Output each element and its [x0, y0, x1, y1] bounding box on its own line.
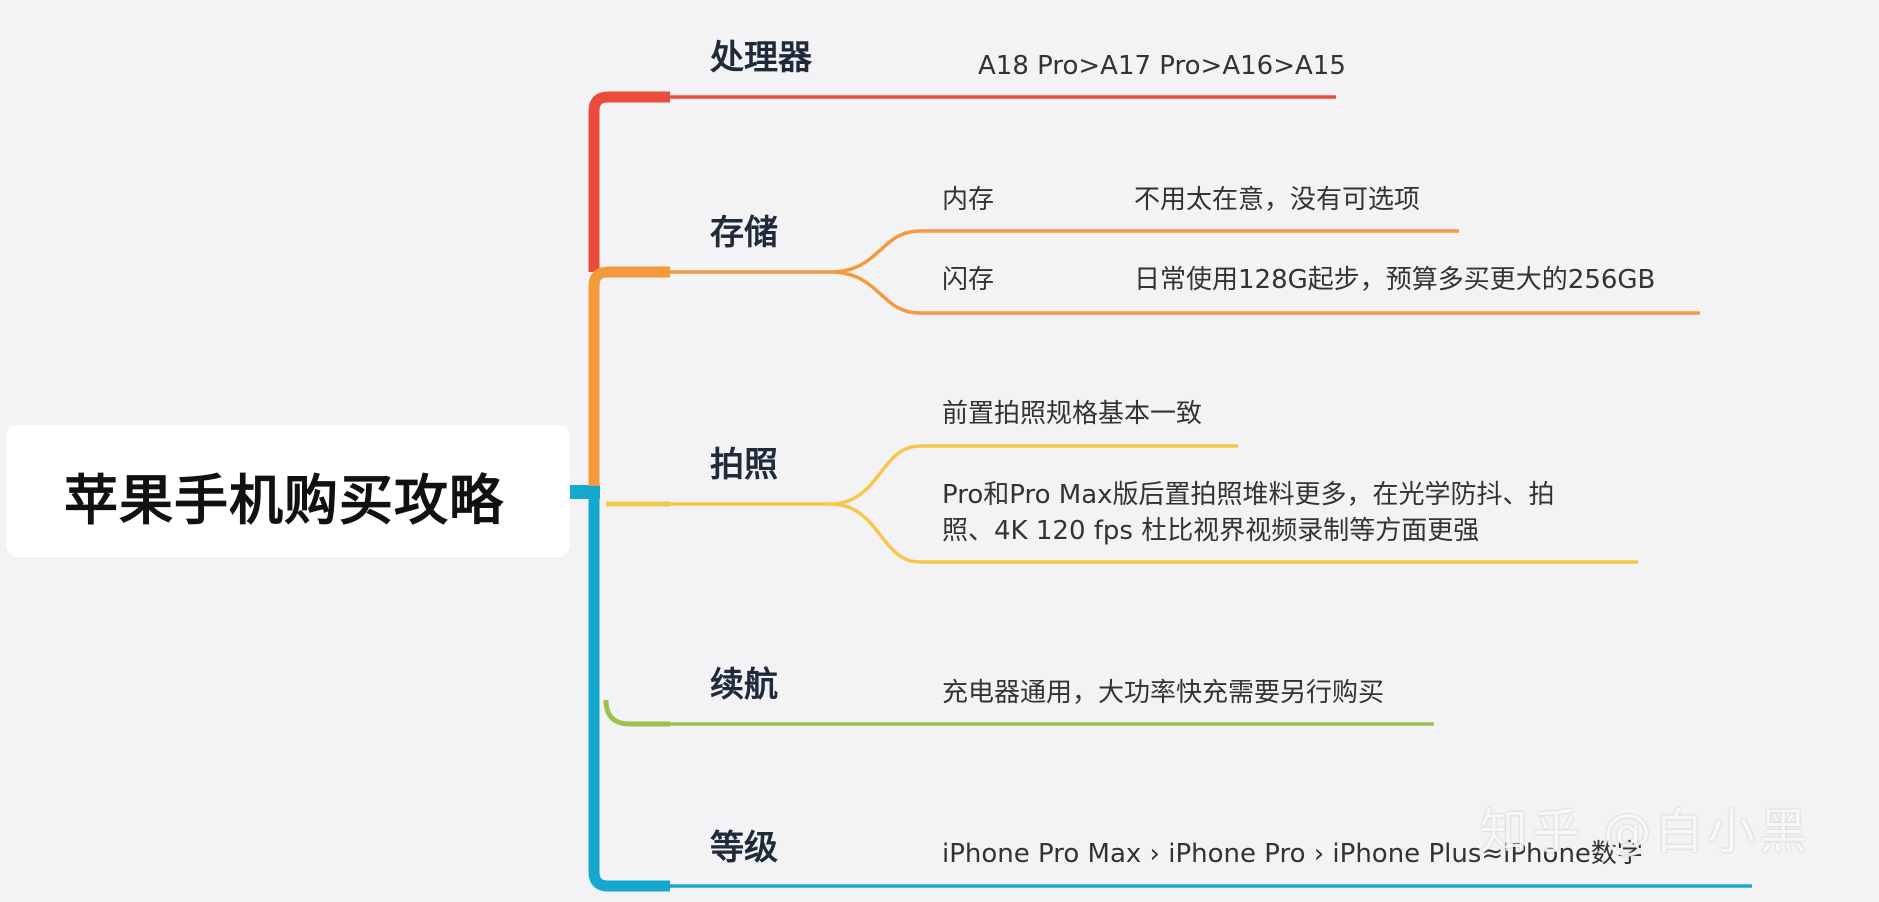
- camera-rear-detail-line1: Pro和Pro Max版后置拍照堆料更多，在光学防抖、拍: [942, 480, 1555, 510]
- storage-flash-detail: 日常使用128G起步，预算多买更大的256GB: [1134, 265, 1656, 295]
- trunk-processor: [588, 91, 670, 272]
- tier-detail: iPhone Pro Max › iPhone Pro › iPhone Plu…: [942, 839, 1643, 869]
- camera-front-detail: 前置拍照规格基本一致: [942, 399, 1203, 429]
- camera-fork-rear: [829, 502, 1638, 564]
- camera-rear-detail-line2: 照、4K 120 fps 杜比视界视频录制等方面更强: [942, 516, 1480, 546]
- branch-storage-label: 存储: [710, 213, 778, 253]
- root-node: [6, 425, 570, 557]
- camera-fork-front: [829, 444, 1238, 506]
- root-title: 苹果手机购买攻略: [64, 469, 504, 532]
- processor-detail: A18 Pro>A17 Pro>A16>A15: [978, 51, 1346, 81]
- trunk-battery: [603, 699, 670, 727]
- watermark-text: 知乎 @白小黑: [1480, 804, 1812, 860]
- storage-ram-detail: 不用太在意，没有可选项: [1134, 185, 1421, 215]
- branch-tier-label: 等级: [710, 828, 778, 868]
- branch-battery-label: 续航: [710, 665, 778, 705]
- storage-ram-label: 内存: [942, 185, 995, 215]
- battery-detail: 充电器通用，大功率快充需要另行购买: [942, 678, 1385, 708]
- branch-camera-label: 拍照: [710, 445, 778, 485]
- storage-flash-label: 闪存: [942, 265, 995, 295]
- trunk-storage: [588, 266, 670, 492]
- trunk-tier: [588, 486, 670, 892]
- storage-fork-ram: [829, 229, 1459, 274]
- storage-fork-flash: [829, 270, 1700, 315]
- branch-processor-label: 处理器: [710, 38, 812, 78]
